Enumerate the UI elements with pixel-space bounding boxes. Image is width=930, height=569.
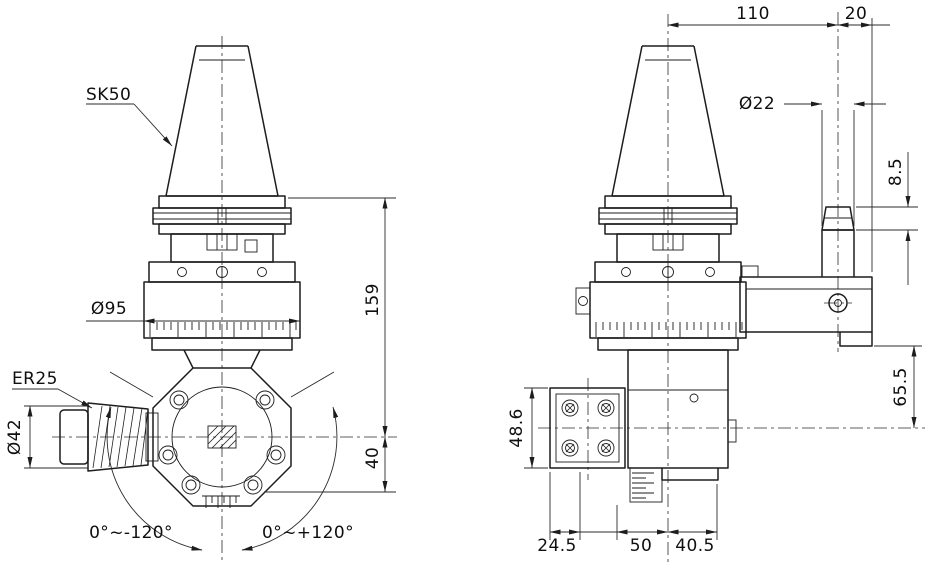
front-view: SK50 ER25 Ø95 Ø42 159 40 [5,36,397,562]
side-body-ring [575,261,747,351]
front-center-hatch [207,425,237,449]
front-graduation-ticks [149,322,297,337]
arm-to-axis-label: 65.5 [891,367,911,406]
side-arm [739,206,873,347]
axis-to-nose-label: 40 [363,447,383,469]
base-center-label: 50 [630,536,652,556]
arm-center-distance-label: 110 [736,4,770,24]
tilt-scale-ticks [632,472,654,499]
side-dimensions: 110 20 Ø22 8.5 65.5 48.6 [507,4,922,556]
flange-height-label: 48.6 [507,408,527,447]
collet-label: ER25 [12,369,58,389]
side-centerlines [538,12,925,562]
flange-bolts [561,399,615,457]
front-dimensions: SK50 ER25 Ø95 Ø42 159 40 [5,85,396,551]
body-diameter-label: Ø95 [91,299,127,319]
side-graduation-ticks [595,322,743,337]
front-head-scale [202,495,240,508]
side-view: 110 20 Ø22 8.5 65.5 48.6 [507,4,925,562]
swivel-positive-label: 0°~+120° [262,523,354,543]
taper-label: SK50 [86,85,131,105]
base-left-label: 24.5 [537,536,576,556]
side-lower-body [549,349,737,503]
pin-diameter-label: Ø22 [739,94,775,114]
swivel-negative-label: 0°~-120° [89,523,173,543]
collet-diameter-label: Ø42 [5,419,25,455]
front-flange [152,195,292,263]
arm-end-offset-label: 20 [845,4,867,24]
front-body-ring [143,261,301,351]
gauge-to-axis-label: 159 [363,283,383,317]
base-right-label: 40.5 [675,536,714,556]
side-flange [598,195,738,263]
pin-step-height-label: 8.5 [886,158,906,186]
